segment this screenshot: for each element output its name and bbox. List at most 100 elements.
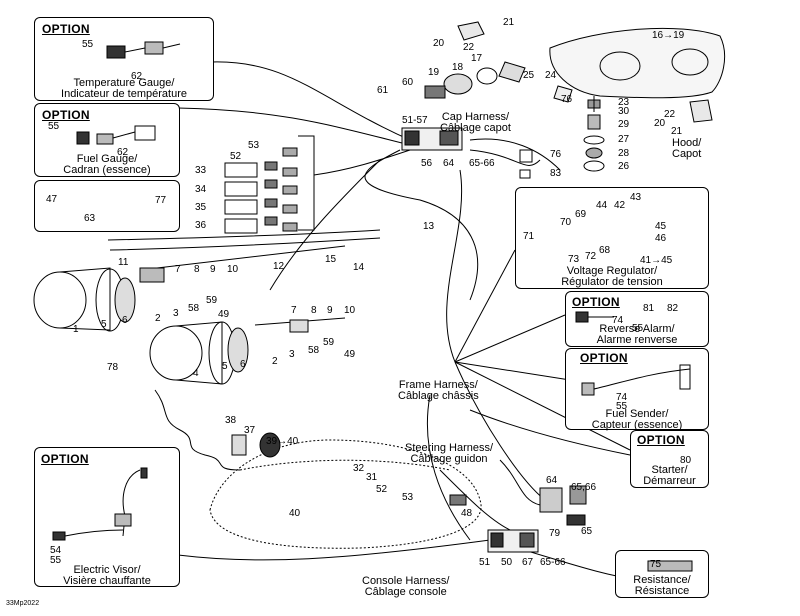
part-number: 65-66 xyxy=(540,557,566,568)
part-number: 72 xyxy=(585,251,597,262)
part-number: 28 xyxy=(618,148,630,159)
part-number: 82 xyxy=(667,303,679,314)
part-number: 55 xyxy=(632,323,644,334)
option-box-resistance: Resistance/Résistance xyxy=(615,550,709,598)
part-number: 58 xyxy=(308,345,320,356)
part-number: 81 xyxy=(643,303,655,314)
part-number: 9 xyxy=(210,264,216,275)
fuel-gauge-caption: Fuel Gauge/Cadran (essence) xyxy=(63,153,151,176)
part-number: 34 xyxy=(195,184,207,195)
part-number: 19 xyxy=(428,67,440,78)
gauge-modules xyxy=(224,135,315,234)
part-number: 59 xyxy=(206,295,218,306)
part-number: 62 xyxy=(131,71,143,82)
part-number: 25 xyxy=(523,70,535,81)
part-number: 64 xyxy=(546,475,558,486)
part-number: 33 xyxy=(195,165,207,176)
part-number: 32 xyxy=(353,463,365,474)
part-number: 46 xyxy=(655,233,667,244)
option-box-fuel-sender: OPTION Fuel Sender/Capteur (essence) xyxy=(565,348,709,431)
part-number: 59 xyxy=(323,337,335,348)
part-number: 2 xyxy=(155,313,161,324)
part-number: 51 xyxy=(479,557,491,568)
part-number: 26 xyxy=(618,161,630,172)
part-number: 17 xyxy=(471,53,483,64)
option-label: OPTION xyxy=(572,295,620,309)
part-number: 63 xyxy=(84,213,96,224)
option-label: OPTION xyxy=(42,108,90,122)
part-number: 12 xyxy=(273,261,285,272)
part-number: 42 xyxy=(614,200,626,211)
part-number: 74 xyxy=(612,315,624,326)
part-number: 36 xyxy=(195,220,207,231)
part-number: 3 xyxy=(289,349,295,360)
part-number: 79 xyxy=(549,528,561,539)
part-number: 54 xyxy=(50,545,62,556)
part-number: 73 xyxy=(568,254,580,265)
part-number: 83 xyxy=(550,168,562,179)
part-number: 11 xyxy=(118,257,129,268)
part-number: 60 xyxy=(402,77,414,88)
part-number: 7 xyxy=(291,305,297,316)
electric-visor-caption: Electric Visor/Visière chauffante xyxy=(63,564,151,587)
console-harness-label: Console Harness/Câblage console xyxy=(362,575,450,598)
part-number: 37 xyxy=(244,425,256,436)
part-number: 4 xyxy=(193,368,199,379)
part-number: 52 xyxy=(376,484,388,495)
part-number: 1 xyxy=(73,324,79,335)
temperature-gauge-icon xyxy=(106,41,181,59)
part-number: 49 xyxy=(218,309,230,320)
option-label: OPTION xyxy=(637,433,685,447)
part-number: 7 xyxy=(175,264,181,275)
part-number: 64 xyxy=(443,158,455,169)
part-number: 55 xyxy=(50,555,62,566)
part-number: 65,66 xyxy=(571,482,597,493)
part-number: 62 xyxy=(117,147,129,158)
option-box-electric-visor: OPTION Electric Visor/Visière chauffante xyxy=(34,447,180,587)
harness-wires xyxy=(177,61,641,581)
part-number: 13 xyxy=(423,221,435,232)
part-number: 47 xyxy=(46,194,58,205)
part-number: 9 xyxy=(327,305,333,316)
part-number: 41→45 xyxy=(640,255,673,266)
part-number: 20 xyxy=(433,38,445,49)
part-number: 40 xyxy=(289,508,301,519)
part-number: 55 xyxy=(616,401,628,412)
console-outline xyxy=(209,439,482,549)
temperature-gauge-caption: Temperature Gauge/Indicateur de températ… xyxy=(61,77,187,100)
reverse-alarm-caption: Reverse Alarm/Alarme renverse xyxy=(596,323,678,346)
part-number: 75 xyxy=(650,559,662,570)
part-number: 55 xyxy=(82,39,94,50)
tether-cord xyxy=(154,389,281,471)
part-number: 29 xyxy=(618,119,630,130)
part-number: 18 xyxy=(452,62,464,73)
part-number: 16→19 xyxy=(652,30,685,41)
part-number: 45 xyxy=(655,221,667,232)
part-number: 6 xyxy=(122,315,128,326)
cap-harness-label: Cap Harness/Câblage capot xyxy=(440,111,511,134)
part-number: 8 xyxy=(311,305,317,316)
part-number: 44 xyxy=(596,200,608,211)
part-number: 71 xyxy=(523,231,535,242)
part-number: 2 xyxy=(272,356,278,367)
part-number: 5 xyxy=(222,361,228,372)
part-number: 76 xyxy=(550,149,562,160)
hood-label: Hood/Capot xyxy=(672,137,702,160)
part-number: 65-66 xyxy=(469,158,495,169)
part-number: 53 xyxy=(402,492,414,503)
starter-caption: Starter/Démarreur xyxy=(643,464,696,487)
part-number: 38 xyxy=(225,415,237,426)
option-label: OPTION xyxy=(580,351,628,365)
part-number: 10 xyxy=(227,264,239,275)
part-number: 67 xyxy=(522,557,534,568)
part-number: 70 xyxy=(560,217,572,228)
steering-harness-label: Steering Harness/Câblage guidon xyxy=(405,442,494,465)
part-number: 21 xyxy=(671,126,683,137)
part-number: 23 xyxy=(618,97,630,108)
option-box-voltage-regulator: Voltage Regulator/Régulator de tension xyxy=(515,187,709,289)
part-number: 56 xyxy=(421,158,433,169)
part-number: 27 xyxy=(618,134,630,145)
part-number: 58 xyxy=(188,303,200,314)
frame-harness-label: Frame Harness/Câblage châssis xyxy=(398,379,479,402)
part-number: 65 xyxy=(581,526,593,537)
